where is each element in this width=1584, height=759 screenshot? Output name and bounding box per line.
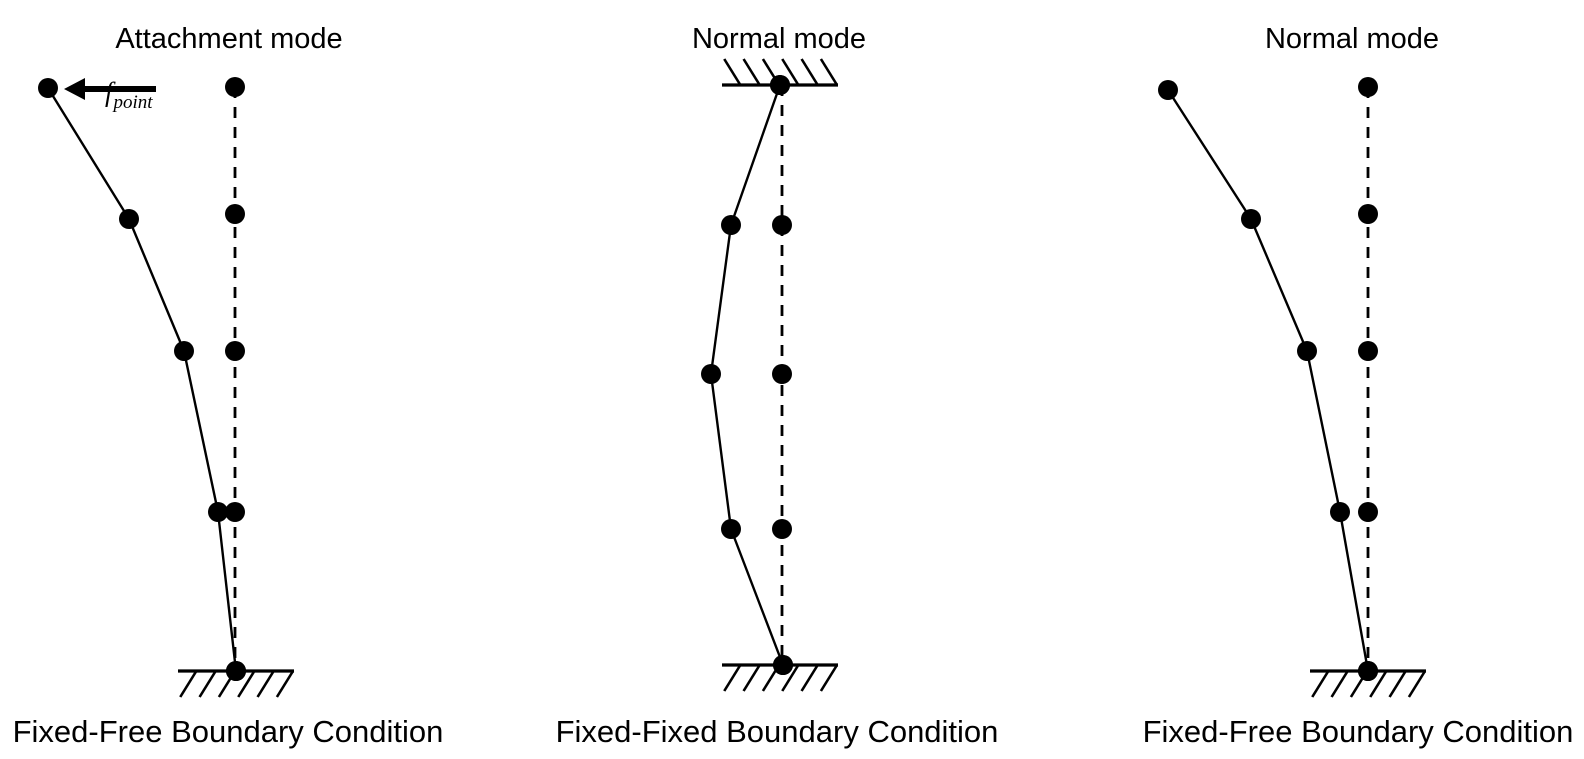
panel-normal-mode-fixed-free-support-hatch xyxy=(1407,670,1427,698)
mode-shape-node xyxy=(770,75,790,95)
mode-shape-node xyxy=(1330,502,1350,522)
mode-shape-node xyxy=(1241,209,1261,229)
reference-node xyxy=(225,341,245,361)
panel-normal-mode-fixed-fixed-support-hatch xyxy=(800,664,819,692)
reference-node xyxy=(1358,77,1378,97)
reference-node xyxy=(225,77,245,97)
panel-normal-mode-fixed-fixed-support-hatch xyxy=(819,664,839,692)
panel-attachment-mode-reference-nodes xyxy=(225,77,246,681)
panel-attachment-mode-mode-shape-line xyxy=(46,86,238,673)
panel-normal-mode-fixed-fixed-caption: Fixed-Fixed Boundary Condition xyxy=(556,714,999,749)
mode-shape-node xyxy=(1158,80,1178,100)
panel-normal-mode-fixed-fixed-support-hatch xyxy=(742,664,761,692)
panel-normal-mode-fixed-free-caption: Fixed-Free Boundary Condition xyxy=(1143,714,1574,749)
panel-attachment-mode-support-hatch xyxy=(256,670,275,698)
panel-normal-mode-fixed-free-support-hatch xyxy=(1369,670,1388,698)
reference-node xyxy=(772,215,792,235)
reference-node xyxy=(1358,341,1378,361)
panel-normal-mode-fixed-free-support xyxy=(1310,669,1427,698)
panel-normal-mode-fixed-free-mode-shape-nodes xyxy=(1158,80,1378,681)
force-arrow-head xyxy=(64,78,85,100)
reference-node xyxy=(1358,204,1378,224)
mode-shape-node xyxy=(721,519,741,539)
panel-normal-mode-fixed-fixed-top-support-hatch xyxy=(742,58,761,86)
panel-normal-mode-fixed-free-support-hatch xyxy=(1311,670,1330,698)
mode-shape-node xyxy=(701,364,721,384)
panel-attachment-mode-mode-shape-nodes xyxy=(38,78,246,681)
force-label-subscript: point xyxy=(112,92,154,113)
reference-node xyxy=(225,204,245,224)
panel-attachment-mode-title: Attachment mode xyxy=(115,23,342,55)
panel-normal-mode-fixed-fixed-top-support xyxy=(722,58,839,87)
panel-attachment-mode-support-hatch xyxy=(237,670,256,698)
panel-normal-mode-fixed-free-title: Normal mode xyxy=(1265,23,1439,55)
mode-shape-node xyxy=(1358,661,1378,681)
panel-normal-mode-fixed-free-support-hatch xyxy=(1388,670,1407,698)
mode-shape-node xyxy=(174,341,194,361)
panel-attachment-mode-support-hatch xyxy=(179,670,198,698)
reference-node xyxy=(1358,502,1378,522)
panel-normal-mode-fixed-fixed-top-support-hatch xyxy=(781,58,800,86)
panel-normal-mode-fixed-free-mode-shape-line xyxy=(1166,88,1370,673)
panel-normal-mode-fixed-fixed-support-hatch xyxy=(723,664,742,692)
panel-attachment-mode-force-annotation: fpoint xyxy=(64,77,156,113)
panel-normal-mode-fixed-fixed-support-hatch xyxy=(781,664,800,692)
mode-shape-node xyxy=(773,655,793,675)
panel-normal-mode-fixed-free-support-hatch xyxy=(1330,670,1349,698)
panel-attachment-mode-caption: Fixed-Free Boundary Condition xyxy=(13,714,444,749)
panel-normal-mode-fixed-fixed-title: Normal mode xyxy=(692,23,866,55)
panel-normal-mode-fixed-fixed-mode-shape-nodes xyxy=(701,75,793,675)
reference-node xyxy=(772,364,792,384)
mode-shape-node xyxy=(208,502,228,522)
panel-attachment-mode-support-hatch xyxy=(198,670,217,698)
reference-node xyxy=(772,519,792,539)
reference-node xyxy=(225,502,245,522)
panel-normal-mode-fixed-fixed-top-support-hatch xyxy=(819,58,839,86)
panel-normal-mode-fixed-fixed-top-support-hatch xyxy=(800,58,819,86)
mode-shape-node xyxy=(226,661,246,681)
mode-shape-node xyxy=(119,209,139,229)
panel-normal-mode-fixed-fixed-top-support-hatch xyxy=(723,58,742,86)
mode-shape-node xyxy=(38,78,58,98)
mode-shape-node xyxy=(721,215,741,235)
panel-attachment-mode-support-hatch xyxy=(275,670,295,698)
mode-shape-node xyxy=(1297,341,1317,361)
force-label: fpoint xyxy=(105,77,153,113)
